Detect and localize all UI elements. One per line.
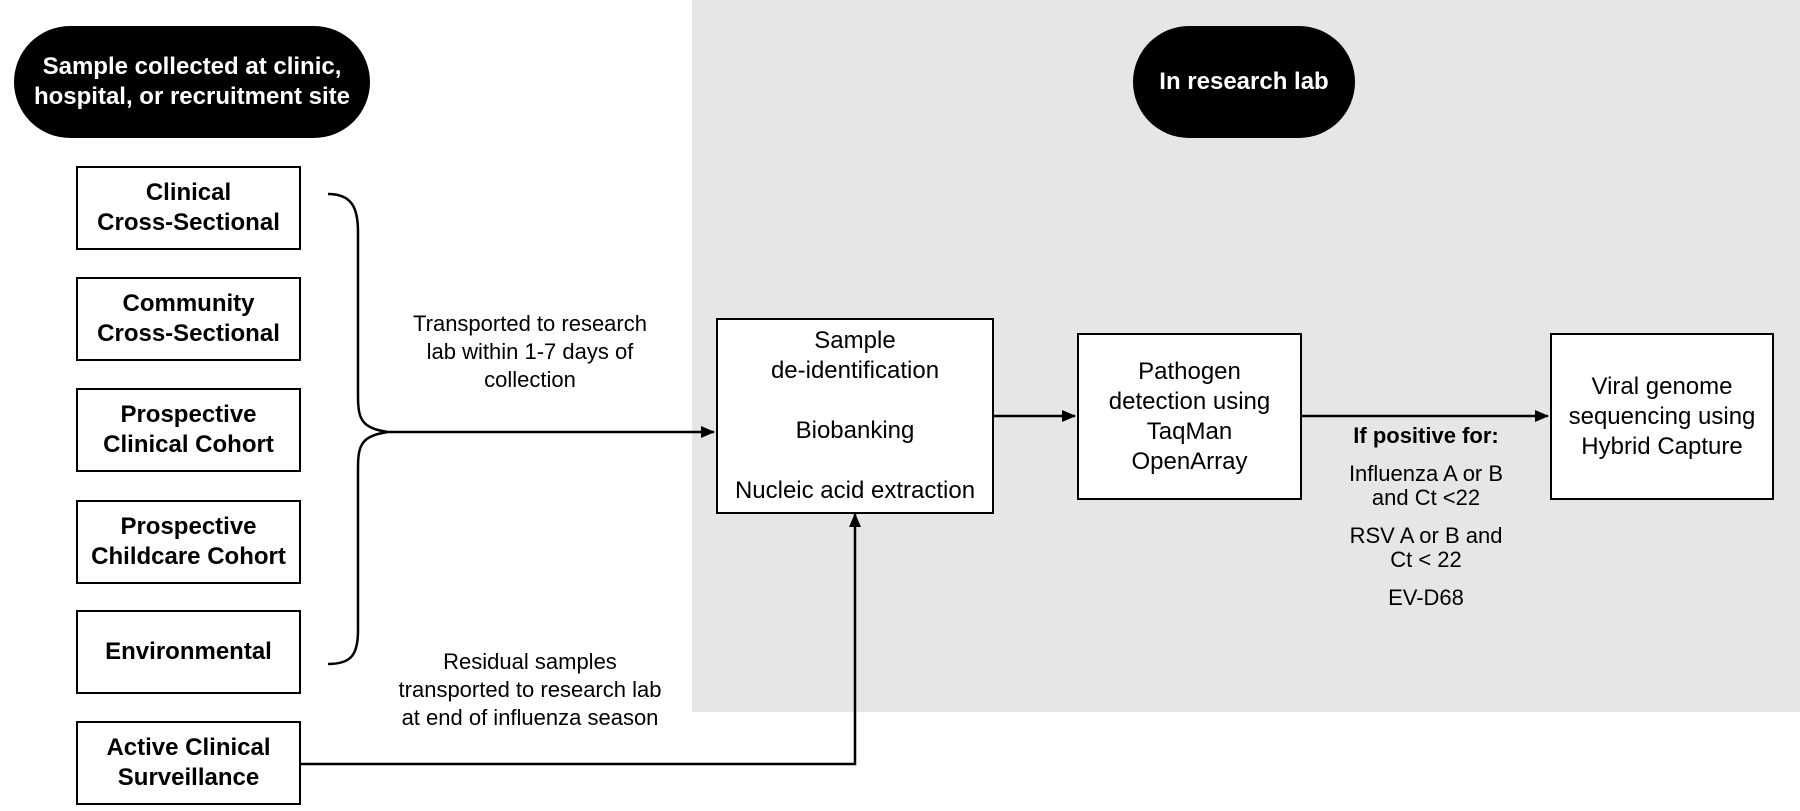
transport-label-line1: Transported to research <box>413 311 647 336</box>
lab-header: In research lab <box>1133 26 1355 138</box>
site-header: Sample collected at clinic, hospital, or… <box>14 26 370 138</box>
processing-line4: Nucleic acid extraction <box>734 477 976 504</box>
criteria-block: If positive for: Influenza A or B and Ct… <box>1310 424 1542 610</box>
site-header-line1: Sample collected at clinic, <box>42 53 342 80</box>
site-header-line2: hospital, or recruitment site <box>33 83 351 110</box>
source-line1: Community <box>122 290 255 317</box>
residual-label: Residual samples transported to research… <box>370 648 690 732</box>
residual-label-line3: at end of influenza season <box>401 705 659 730</box>
sequencing-line3: Hybrid Capture <box>1581 432 1743 460</box>
source-active-clinical-surveillance: Active Clinical Surveillance <box>76 721 301 805</box>
source-line2: Clinical Cohort <box>103 431 274 458</box>
detection-line1: Pathogen <box>1138 357 1241 385</box>
sequencing-box: Viral genome sequencing using Hybrid Cap… <box>1550 333 1774 500</box>
source-prospective-clinical-cohort: Prospective Clinical Cohort <box>76 388 301 472</box>
residual-label-line2: transported to research lab <box>398 677 662 702</box>
source-group-brace <box>327 192 389 666</box>
processing-line3: Biobanking <box>795 417 915 444</box>
source-line2: Cross-Sectional <box>97 320 280 347</box>
source-line2: Surveillance <box>117 764 260 791</box>
transport-label-line3: collection <box>484 367 576 392</box>
transport-label-line2: lab within 1-7 days of <box>426 339 634 364</box>
processing-line2: de-identification <box>770 357 940 384</box>
residual-label-line1: Residual samples <box>443 649 617 674</box>
sequencing-line1: Viral genome <box>1591 372 1733 400</box>
source-line2: Childcare Cohort <box>91 543 286 570</box>
lab-header-label: In research lab <box>1159 68 1329 95</box>
source-line1: Prospective <box>120 513 257 540</box>
source-line2: Cross-Sectional <box>97 209 280 236</box>
source-prospective-childcare-cohort: Prospective Childcare Cohort <box>76 500 301 584</box>
detection-box: Pathogen detection using TaqMan OpenArra… <box>1077 333 1302 500</box>
criteria-item2-line1: RSV A or B and <box>1349 523 1503 548</box>
sequencing-line2: sequencing using <box>1568 402 1756 430</box>
processing-line1: Sample <box>814 327 896 354</box>
processing-box: Sample de-identification Biobanking Nucl… <box>716 318 994 514</box>
detection-line3: TaqMan <box>1146 417 1233 445</box>
source-environmental: Environmental <box>76 610 301 694</box>
source-line1: Prospective <box>120 401 257 428</box>
criteria-item2-line2: Ct < 22 <box>1390 547 1462 572</box>
source-line1: Active Clinical <box>106 734 271 761</box>
criteria-item3: EV-D68 <box>1388 585 1464 610</box>
criteria-item1-line1: Influenza A or B <box>1348 461 1504 486</box>
transport-label: Transported to research lab within 1-7 d… <box>380 310 680 394</box>
detection-line2: detection using <box>1108 387 1271 415</box>
source-community-cross-sectional: Community Cross-Sectional <box>76 277 301 361</box>
residual-arrow <box>300 513 861 766</box>
detection-line4: OpenArray <box>1131 447 1248 475</box>
criteria-heading: If positive for: <box>1353 423 1499 448</box>
criteria-item1-line2: and Ct <22 <box>1371 485 1481 510</box>
source-clinical-cross-sectional: Clinical Cross-Sectional <box>76 166 301 250</box>
source-line1: Clinical <box>145 179 232 206</box>
source-line1: Environmental <box>105 638 272 665</box>
